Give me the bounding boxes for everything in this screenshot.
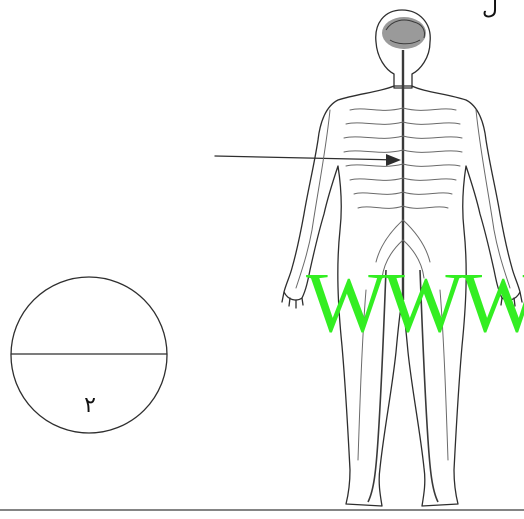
arrow-head-icon xyxy=(386,154,401,166)
answer-circle: ۲ xyxy=(11,277,167,433)
answer-circle-number: ۲ xyxy=(84,393,96,418)
brain-icon xyxy=(382,17,426,49)
watermark-text: WWW xyxy=(306,254,524,350)
pointer-arrow xyxy=(215,154,401,166)
corner-mark: ل xyxy=(482,0,498,20)
